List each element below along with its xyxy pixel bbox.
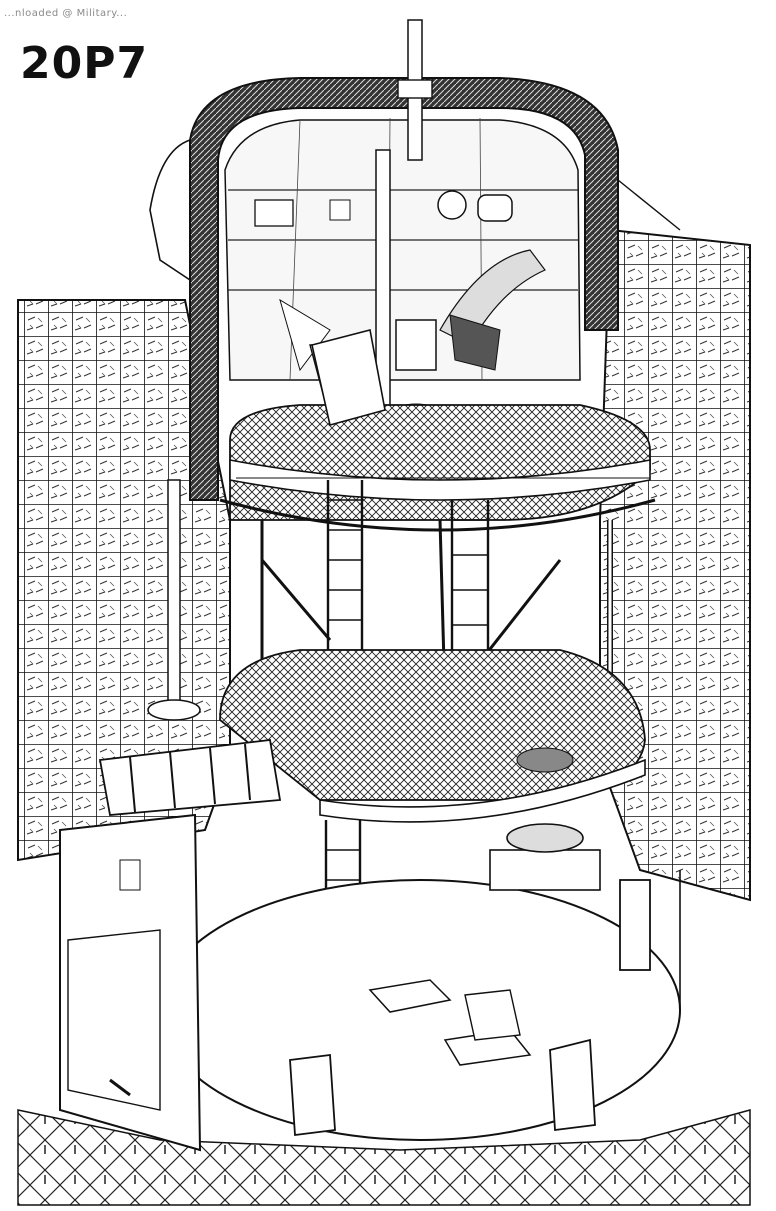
figure-title: 20P7 [20, 38, 149, 89]
basement-floor [159, 860, 681, 1141]
lower-platform [219, 649, 646, 823]
beam-assembly [98, 739, 282, 816]
turret-drive [489, 823, 651, 971]
right-concrete-wall [599, 228, 751, 902]
floor-support-blocks [289, 1038, 596, 1137]
upper-platform [219, 329, 656, 532]
turret-dome [149, 77, 681, 501]
left-vertical-pipe [147, 479, 201, 721]
turret-interior [224, 117, 581, 421]
entrance-door [59, 813, 202, 1152]
watermark-text: ...nloaded @ Military... [4, 8, 128, 19]
